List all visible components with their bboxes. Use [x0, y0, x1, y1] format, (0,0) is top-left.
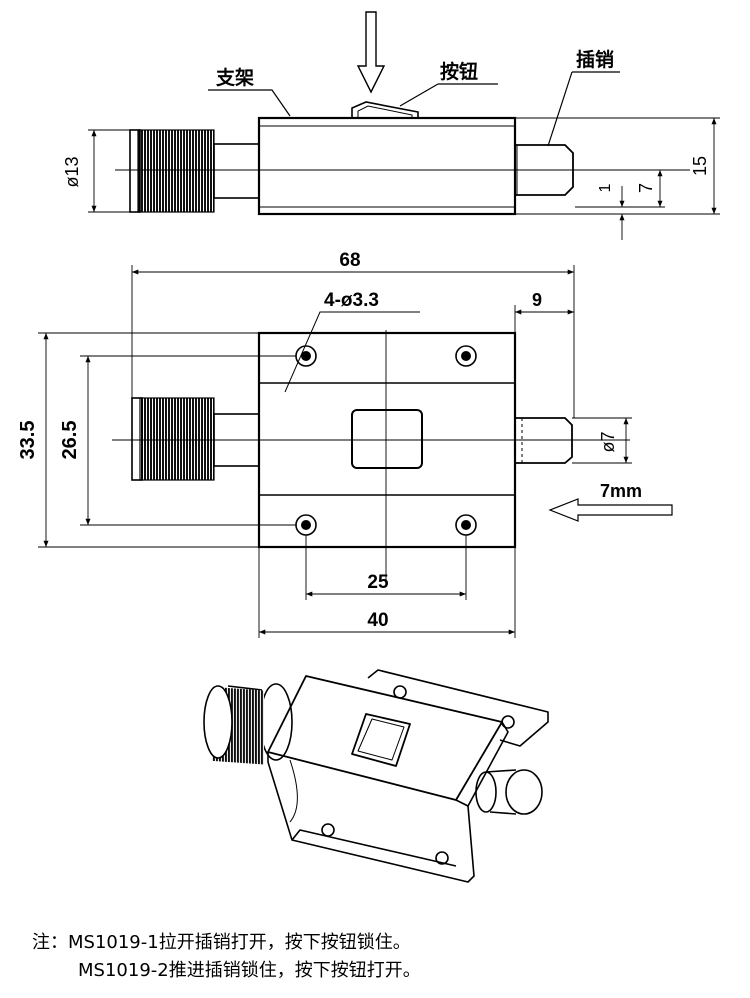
note-line-2: MS1019-2推进插销锁住，按下按钮打开。 [78, 960, 421, 981]
dim-overall-68: 68 [339, 250, 360, 271]
isometric-view [203, 669, 549, 883]
dim-height-7: 7 [636, 183, 656, 193]
dim-holes: 4-ø3.3 [324, 290, 379, 311]
label-pin: 插销 [576, 48, 614, 71]
bracket-body [257, 116, 517, 216]
button-window [351, 409, 423, 469]
dim-knob-dia: ø13 [62, 156, 82, 187]
note-line-1: 注：MS1019-1拉开插销打开，按下按钮锁住。 [32, 932, 411, 953]
dim-pin-dia: ø7 [598, 431, 618, 452]
dim-hole-span-25: 25 [367, 572, 389, 593]
plan-view [38, 265, 673, 638]
label-button: 按钮 [440, 60, 478, 83]
side-view [88, 11, 720, 240]
push-arrow-icon [356, 11, 386, 94]
mounting-holes [295, 345, 477, 536]
dim-height-1: 1 [597, 183, 614, 192]
stroke-arrow-icon [548, 498, 673, 522]
dim-height-15: 15 [690, 156, 710, 176]
dim-stroke: 7mm [600, 481, 642, 501]
dim-tip-9: 9 [532, 290, 542, 310]
dim-body-40: 40 [367, 610, 388, 631]
dim-width-33-5: 33.5 [17, 421, 39, 460]
knob-knurl [137, 129, 215, 213]
dim-hole-span-26-5: 26.5 [59, 421, 81, 460]
label-bracket: 支架 [215, 67, 254, 89]
button-shape [351, 101, 419, 118]
